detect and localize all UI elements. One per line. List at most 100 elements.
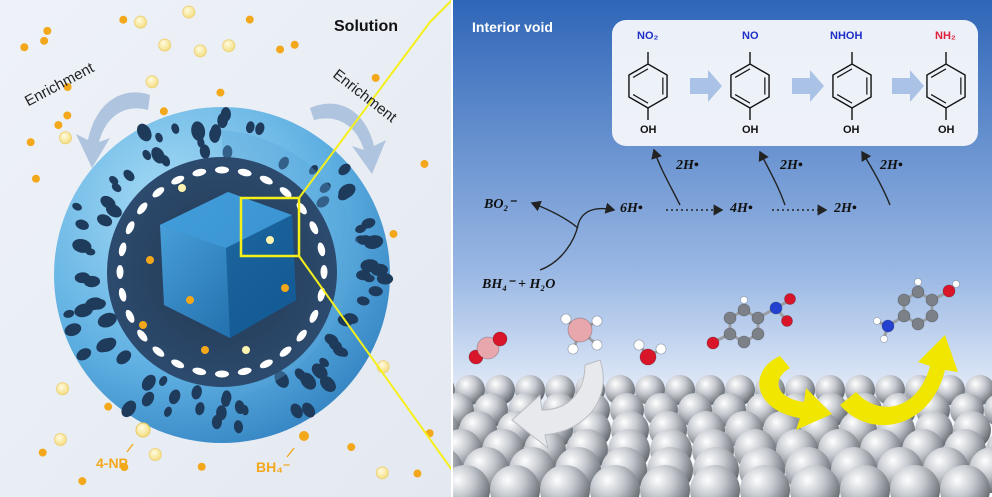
shell-pore xyxy=(222,145,233,160)
shell-pore xyxy=(137,123,152,142)
void-pore xyxy=(259,175,273,185)
nitrophenol-particle xyxy=(78,477,87,486)
atom-ball xyxy=(723,311,737,325)
molecule-2-top: NO xyxy=(742,30,759,42)
inner-particle xyxy=(139,321,147,329)
shell-pore xyxy=(220,107,231,122)
bo2-arrow xyxy=(530,200,579,229)
void-pore xyxy=(259,359,273,369)
atom-ball xyxy=(751,311,765,325)
void-pore xyxy=(118,287,127,302)
inner-particle xyxy=(146,256,154,264)
shell-pore xyxy=(85,297,103,311)
shell-pore xyxy=(96,338,113,353)
nitrophenol-particle xyxy=(120,463,129,472)
void-pore xyxy=(279,346,292,357)
step-arrow xyxy=(792,70,824,102)
molecule-4-top: NH₂ xyxy=(935,30,956,42)
atom-ball xyxy=(881,319,895,333)
void-pore xyxy=(317,242,326,257)
h-arrow-1 xyxy=(651,148,681,206)
shell-pore xyxy=(142,149,152,161)
benzene-ring xyxy=(628,52,668,120)
molecule-3-bottom: OH xyxy=(843,124,860,136)
shell-pore xyxy=(255,122,265,135)
void-pore xyxy=(118,242,127,257)
shell-pore xyxy=(338,163,351,176)
surface-atom xyxy=(840,465,890,497)
atom-ball xyxy=(737,303,751,317)
void-pore xyxy=(215,166,229,174)
borohydride-particle xyxy=(134,15,148,29)
inner-particle xyxy=(281,284,289,292)
shell-pore xyxy=(74,272,91,284)
release-arrow xyxy=(511,359,604,450)
shell-pore xyxy=(278,156,289,170)
shell-pore xyxy=(155,132,163,143)
atom-ball xyxy=(952,280,960,288)
shell-pore xyxy=(63,309,75,318)
inner-particle xyxy=(242,346,250,354)
nitrophenol-particle xyxy=(245,15,254,24)
molecule-3-top: NHOH xyxy=(830,30,863,42)
h-step-1: 2H• xyxy=(676,158,699,173)
nitrophenol-particle xyxy=(40,36,49,45)
atom-ball xyxy=(591,339,603,351)
inner-particle xyxy=(266,236,274,244)
benzene-ring xyxy=(832,52,872,120)
atom-ball xyxy=(740,296,748,304)
h-arrow-3 xyxy=(861,150,891,206)
reactants-label: BH₄⁻ + H₂O xyxy=(482,277,556,292)
h-pool-2: 2H• xyxy=(834,201,857,216)
atom-ball xyxy=(897,293,911,307)
shell-pores xyxy=(63,107,394,434)
shell-pore xyxy=(234,400,245,414)
shell-pore xyxy=(363,274,375,283)
atom-ball xyxy=(567,343,579,355)
shell-pore xyxy=(294,368,306,381)
atom-ball xyxy=(476,336,500,360)
void-pore xyxy=(237,168,252,177)
shell-pore xyxy=(302,402,316,418)
shell-pore xyxy=(338,183,356,199)
void-pore xyxy=(137,202,148,215)
shell-pore xyxy=(121,400,137,418)
step-arrows xyxy=(690,70,924,102)
shell-pore xyxy=(319,357,329,368)
nitrophenol-particle xyxy=(216,88,225,97)
shell-pore xyxy=(316,196,330,208)
molecule-2-bottom: OH xyxy=(742,124,759,136)
borohydride-particle xyxy=(58,131,72,145)
atom-ball xyxy=(751,327,765,341)
borohydride-particle xyxy=(56,382,70,396)
borohydride-particle xyxy=(182,5,196,19)
borohydride-particle xyxy=(158,38,172,52)
shell-pore xyxy=(72,202,82,211)
borohydride-particle xyxy=(145,75,159,89)
void-pores xyxy=(116,166,328,378)
void-pore xyxy=(152,187,165,198)
molecule-1-top: NO₂ xyxy=(637,30,659,42)
shell-pore xyxy=(210,124,222,140)
shell-pore xyxy=(308,165,319,175)
shell-pore xyxy=(141,374,156,391)
surface-atom xyxy=(490,465,540,497)
benzene-ring xyxy=(926,52,966,120)
surface-atom xyxy=(790,465,840,497)
nitrophenol-particle xyxy=(371,73,380,82)
surface-atom xyxy=(890,465,940,497)
nitrophenol-particle xyxy=(54,121,63,130)
atom-ball xyxy=(880,335,888,343)
shell-pore xyxy=(274,370,289,388)
molecule-1-bottom: OH xyxy=(640,124,657,136)
atom-ball xyxy=(567,317,593,343)
h-arrow-2 xyxy=(758,150,786,206)
void-pore xyxy=(192,168,207,177)
shell-pore xyxy=(109,175,119,185)
h-step-3: 2H• xyxy=(880,158,903,173)
desorb-arrow xyxy=(840,335,958,426)
bo2-label: BO₂⁻ xyxy=(484,197,516,212)
atom-ball xyxy=(655,343,667,355)
bh4-to-h-arrow xyxy=(539,202,616,271)
h-pool-4: 4H• xyxy=(730,201,753,216)
